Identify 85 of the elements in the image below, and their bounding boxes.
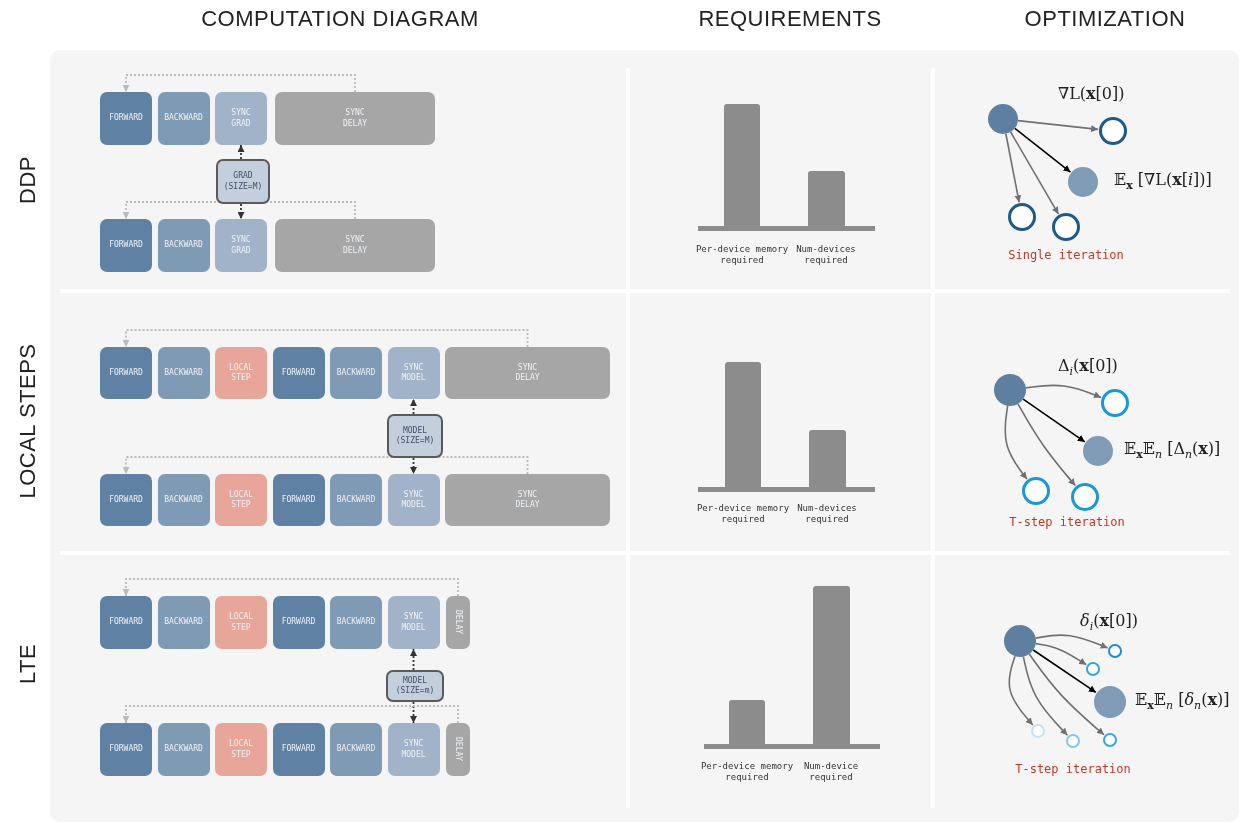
arrow (1032, 649, 1097, 694)
math-label: ∇L(x[0]) (1058, 84, 1125, 103)
local-step-block: LOCAL STEP (215, 474, 267, 526)
dotted-arrow (410, 398, 417, 415)
backward-block: BACKWARD (157, 347, 210, 399)
arrow (1022, 655, 1069, 736)
forward-block: FORWARD (100, 92, 152, 145)
arrow (1017, 119, 1099, 133)
backward-block: BACKWARD (330, 596, 382, 649)
math-label: 𝔼$_{x}$ [∇L(x[i])] (1114, 170, 1212, 193)
category-label: Per-device memory required (694, 244, 790, 267)
forward-block: FORWARD (272, 347, 325, 399)
dotted-arrow (237, 203, 245, 220)
arrow (1035, 642, 1088, 666)
arrow (1025, 384, 1102, 399)
dotted-arrow (122, 329, 529, 348)
column-heading: COMPUTATION DIAGRAM (201, 6, 479, 32)
backward-block: BACKWARD (330, 347, 382, 399)
dotted-arrow (237, 144, 245, 160)
math-label: 𝔼$_{x}$𝔼$_{n}$ [Δ$_{n}$(x)] (1124, 439, 1221, 462)
forward-block: FORWARD (100, 596, 152, 649)
backward-block: BACKWARD (330, 474, 382, 526)
row-heading: LTE (15, 643, 41, 685)
sync-block: SYNC MODEL (387, 596, 440, 649)
delay-block: SYNC DELAY (445, 347, 610, 399)
iteration-caption: Single iteration (1008, 248, 1124, 262)
arrow (1034, 634, 1109, 649)
payload-box: MODEL (SIZE=m) (386, 670, 444, 702)
category-label: Per-device memory required (699, 761, 795, 784)
sync-block: SYNC MODEL (387, 474, 440, 526)
column-heading: REQUIREMENTS (698, 6, 882, 32)
math-label: δ$_{i}$(x[0]) (1080, 611, 1138, 634)
dotted-arrow (410, 701, 417, 724)
delay-block: SYNC DELAY (275, 92, 435, 145)
delay-block: DELAY (446, 723, 470, 776)
forward-block: FORWARD (272, 474, 325, 526)
backward-block: BACKWARD (157, 219, 210, 272)
dotted-arrow (122, 705, 459, 724)
math-label: 𝔼$_{x}$𝔼$_{n}$ [δ$_{n}$(x)] (1135, 690, 1230, 713)
arrow (1028, 653, 1105, 736)
dotted-arrow (410, 648, 417, 671)
iteration-caption: T-step iteration (1015, 762, 1131, 776)
category-label: Num-device required (802, 761, 860, 784)
arrow (1008, 655, 1034, 726)
arrow (1009, 131, 1060, 215)
local-step-block: LOCAL STEP (215, 347, 267, 399)
sync-block: SYNC GRAD (215, 219, 267, 272)
payload-box: GRAD (SIZE=M) (216, 159, 270, 204)
arrow (1017, 403, 1077, 487)
category-label: Num-devices required (795, 244, 857, 267)
forward-block: FORWARD (100, 474, 152, 526)
forward-block: FORWARD (100, 219, 152, 272)
category-label: Num-devices required (796, 503, 858, 526)
forward-block: FORWARD (100, 723, 152, 776)
dotted-arrow (122, 74, 356, 93)
arrow (1005, 132, 1022, 204)
category-label: Per-device memory required (695, 503, 791, 526)
backward-block: BACKWARD (330, 723, 382, 776)
sync-block: SYNC GRAD (215, 92, 267, 145)
backward-block: BACKWARD (157, 92, 210, 145)
sync-block: SYNC MODEL (387, 723, 440, 776)
dotted-arrow (410, 457, 417, 475)
forward-block: FORWARD (100, 347, 152, 399)
local-step-block: LOCAL STEP (215, 596, 267, 649)
math-label: Δ$_{i}$(x[0]) (1058, 356, 1118, 379)
forward-block: FORWARD (272, 723, 325, 776)
sync-block: SYNC MODEL (387, 347, 440, 399)
delay-block: SYNC DELAY (445, 474, 610, 526)
backward-block: BACKWARD (157, 723, 210, 776)
iteration-caption: T-step iteration (1009, 515, 1125, 529)
backward-block: BACKWARD (157, 596, 210, 649)
dotted-arrow (122, 578, 459, 597)
delay-block: SYNC DELAY (275, 219, 435, 272)
local-step-block: LOCAL STEP (215, 723, 267, 776)
row-heading: DDP (15, 156, 41, 204)
arrow (1014, 127, 1072, 173)
column-heading: OPTIMIZATION (1024, 6, 1186, 32)
arrow (1022, 398, 1086, 443)
forward-block: FORWARD (272, 596, 325, 649)
dotted-arrow (122, 456, 529, 475)
backward-block: BACKWARD (157, 474, 210, 526)
arrow (1004, 405, 1028, 480)
delay-block: DELAY (446, 596, 470, 649)
row-heading: LOCAL STEPS (15, 343, 41, 499)
payload-box: MODEL (SIZE=M) (387, 414, 443, 458)
